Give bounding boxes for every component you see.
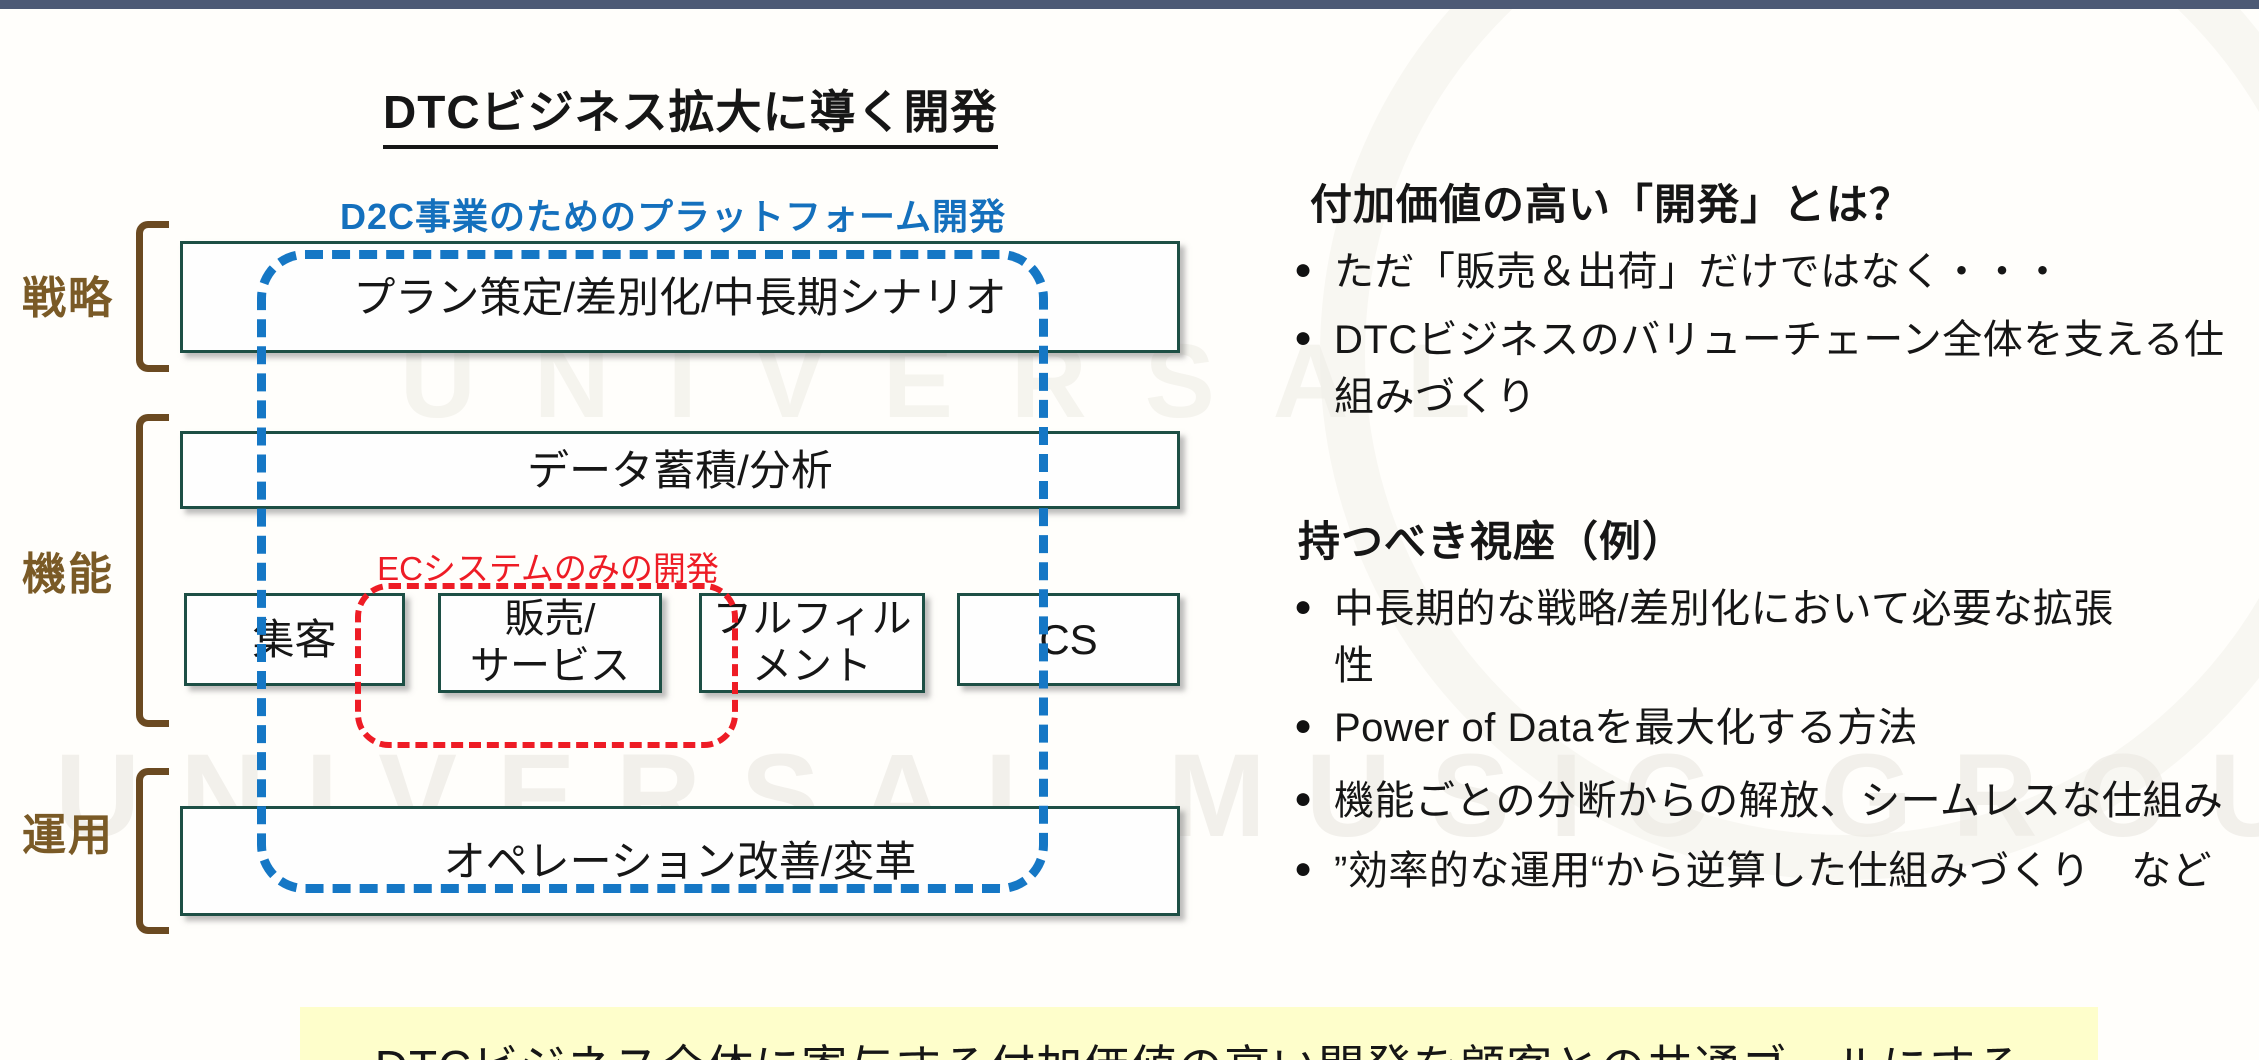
bullet-text: Power of Dataを最大化する方法 (1334, 706, 1918, 750)
ec-scope-label: ECシステムのみの開発 (377, 550, 719, 587)
bullet-text: DTCビジネスのバリューチェーン全体を支える仕 組みづくり (1334, 318, 2225, 419)
bullet-icon: ● (1294, 782, 1313, 815)
row-label-function: 機能 (22, 550, 114, 599)
heading-high-value-development: 付加価値の高い「開発」とは？ (1310, 181, 1913, 228)
bullet-icon: ● (1294, 852, 1313, 885)
platform-development-label: D2C事業のためのプラットフォーム開発 (340, 196, 1006, 237)
top-accent-bar (0, 0, 2259, 9)
box-data-analysis: データ蓄積/分析 (180, 431, 1180, 509)
bullet-icon: ● (1294, 709, 1313, 742)
bullet-text: ”効率的な運用“から逆算した仕組みづくり など (1334, 849, 2213, 893)
box-sales-service: 販売/ サービス (438, 593, 662, 693)
heading-perspectives: 持つべき視座（例） (1298, 518, 1686, 565)
list-item: ● 機能ごとの分断からの解放、シームレスな仕組み (1294, 773, 2239, 830)
list-item: ● ”効率的な運用“から逆算した仕組みづくり など (1294, 843, 2239, 900)
bracket-strategy (136, 221, 169, 372)
bullet-icon: ● (1294, 590, 1313, 623)
platform-scope-outline (257, 250, 1048, 893)
list-item: ● DTCビジネスのバリューチェーン全体を支える仕 組みづくり (1294, 312, 2239, 426)
bracket-operation (136, 768, 169, 934)
box-cs: CS (957, 593, 1180, 686)
bullet-text: 中長期的な戦略/差別化において必要な拡張 性 (1334, 587, 2114, 688)
list-item: ● 中長期的な戦略/差別化において必要な拡張 性 (1294, 581, 2239, 695)
bullet-icon: ● (1294, 253, 1313, 286)
goal-banner: DTCビジネス全体に寄与する付加価値の高い開発を顧客との共通ゴールにする (300, 1007, 2098, 1060)
bracket-function (136, 414, 169, 727)
box-strategy-planning: プラン策定/差別化/中長期シナリオ (180, 241, 1180, 353)
row-label-operation: 運用 (22, 811, 114, 860)
bullet-text: 機能ごとの分断からの解放、シームレスな仕組み (1334, 779, 2224, 823)
bullet-icon: ● (1294, 321, 1313, 354)
goal-banner-text: DTCビジネス全体に寄与する付加価値の高い開発を顧客との共通ゴールにする (375, 1041, 2024, 1060)
list-item: ● Power of Dataを最大化する方法 (1294, 700, 2239, 757)
row-label-strategy: 戦略 (22, 274, 114, 323)
bullet-text: ただ「販売＆出荷」だけではなく・・・ (1334, 250, 2063, 294)
page-title: DTCビジネス拡大に導く開発 (383, 76, 998, 149)
ec-scope-outline (355, 583, 738, 748)
list-item: ● ただ「販売＆出荷」だけではなく・・・ (1294, 244, 2239, 301)
